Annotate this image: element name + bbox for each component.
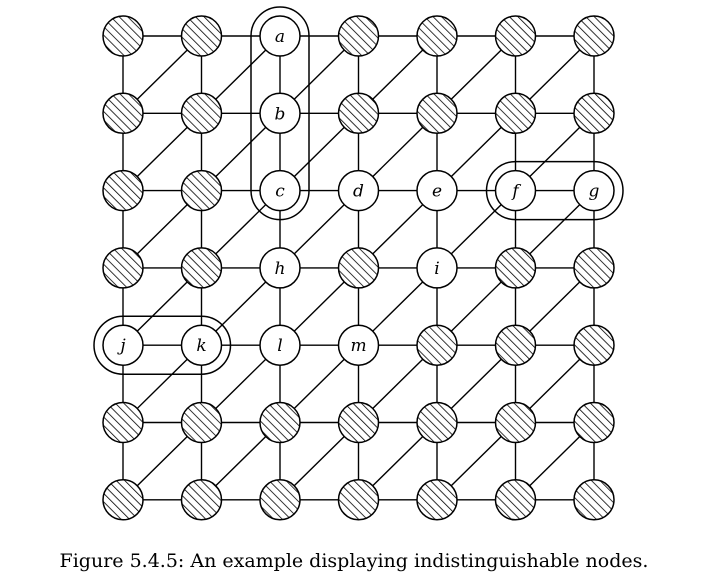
- hatched-node: [180, 169, 223, 212]
- node-label-j: j: [116, 336, 126, 356]
- node-label-k: k: [196, 336, 206, 356]
- hatched-node: [337, 15, 380, 57]
- hatched-node: [494, 92, 537, 135]
- hatched-node: [180, 401, 223, 444]
- hatched-node: [337, 92, 380, 135]
- hatched-node: [102, 15, 144, 57]
- hatched-node: [494, 479, 537, 521]
- group-outline-j-k: [93, 315, 232, 375]
- hatched-node: [573, 247, 615, 289]
- node-a: [259, 15, 301, 57]
- node-label-d: d: [353, 182, 364, 202]
- hatched-node: [180, 479, 223, 521]
- hatched-node: [494, 324, 537, 366]
- hatched-node: [180, 92, 223, 135]
- node-m: [337, 324, 380, 366]
- node-label-m: m: [350, 336, 366, 356]
- hatched-node: [494, 401, 537, 444]
- node-label-g: g: [589, 182, 600, 202]
- hatched-node: [102, 92, 144, 135]
- node-g: [573, 169, 615, 212]
- nodes-layer: a b c d e f g h i j k l m: [102, 15, 615, 521]
- node-e: [416, 169, 458, 212]
- grid-graph-figure: a b c d e f g h i j k l m: [93, 6, 624, 521]
- hatched-node: [180, 15, 223, 57]
- node-label-e: e: [432, 182, 442, 202]
- hatched-node: [416, 92, 458, 135]
- node-label-i: i: [434, 259, 439, 279]
- node-h: [259, 247, 301, 289]
- hatched-node: [337, 479, 380, 521]
- hatched-node: [416, 324, 458, 366]
- group-outline-a-b-c: [250, 6, 310, 221]
- node-j: [102, 324, 144, 366]
- hatched-node: [102, 247, 144, 289]
- group-outline-f-g: [485, 160, 624, 221]
- hatched-node: [102, 479, 144, 521]
- hatched-node: [573, 15, 615, 57]
- node-label-b: b: [275, 104, 286, 124]
- hatched-node: [337, 401, 380, 444]
- hatched-node: [573, 92, 615, 135]
- node-label-f: f: [510, 182, 521, 202]
- hatched-node: [494, 247, 537, 289]
- node-k: [180, 324, 223, 366]
- hatched-node: [573, 401, 615, 444]
- node-l: [259, 324, 301, 366]
- hatched-node: [416, 479, 458, 521]
- node-b: [259, 92, 301, 135]
- hatched-node: [259, 479, 301, 521]
- groups-layer: [93, 6, 624, 375]
- node-label-a: a: [275, 27, 285, 47]
- hatched-node: [337, 247, 380, 289]
- figure-caption: Figure 5.4.5: An example displaying indi…: [59, 550, 649, 572]
- hatched-node: [102, 169, 144, 212]
- hatched-node: [102, 401, 144, 444]
- node-label-h: h: [275, 259, 286, 279]
- hatched-node: [259, 401, 301, 444]
- hatched-node: [416, 401, 458, 444]
- node-i: [416, 247, 458, 289]
- hatched-node: [573, 479, 615, 521]
- node-label-l: l: [277, 336, 282, 356]
- hatched-node: [416, 15, 458, 57]
- node-label-c: c: [275, 182, 285, 202]
- node-d: [337, 169, 380, 212]
- hatched-node: [494, 15, 537, 57]
- node-c: [259, 169, 301, 212]
- hatched-node: [573, 324, 615, 366]
- node-f: [494, 169, 537, 212]
- hatched-node: [180, 247, 223, 289]
